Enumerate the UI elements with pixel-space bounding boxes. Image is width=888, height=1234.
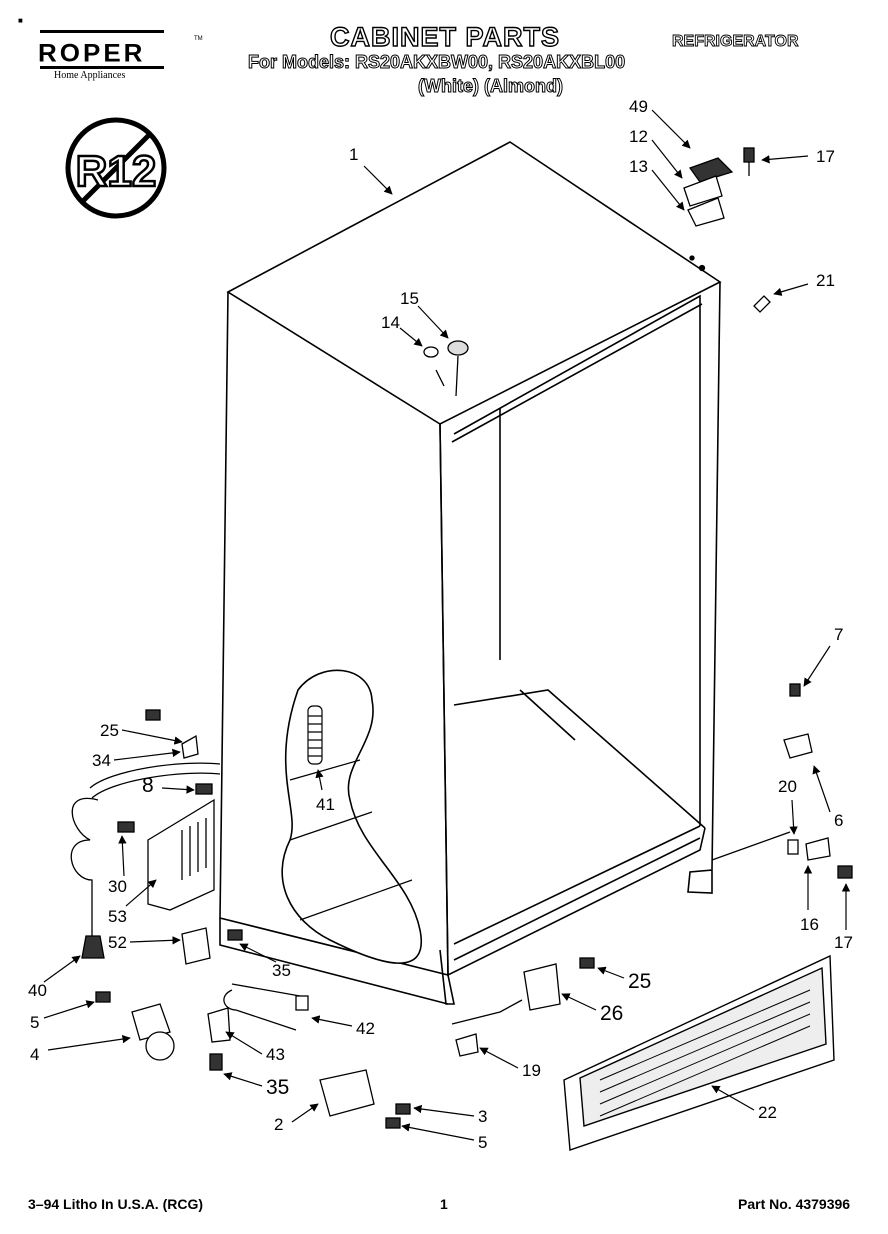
callout-1: 1 [349,145,358,164]
footer-page-number: 1 [440,1196,448,1212]
callout-22: 22 [758,1103,777,1122]
colors-line: (White) (Almond) [418,76,564,97]
callout-53: 53 [108,907,127,926]
leader-arrows [43,109,851,1141]
callout-16: 16 [800,915,819,934]
callout-12: 12 [629,127,648,146]
callout-4: 4 [30,1045,39,1064]
callout-21: 21 [816,271,835,290]
logo-subtitle: Home Appliances [54,70,126,81]
base-grille [563,954,835,1151]
callout-6: 6 [834,811,843,830]
corner-mark: ■ [18,16,23,25]
hinge-pin-21 [753,295,771,313]
appliance-type: REFRIGERATOR [672,33,799,51]
callout-19: 19 [522,1061,541,1080]
trademark-mark: TM [194,36,203,42]
callout-2: 2 [274,1115,283,1134]
callout-5-left: 5 [30,1013,39,1032]
front-bottom-parts [451,957,595,1057]
cutaway-interior-lines [289,759,413,921]
logo-wordmark: ROPER [38,38,146,68]
callout-20: 20 [778,777,797,796]
callout-41: 41 [316,795,335,814]
callout-34: 34 [92,751,111,770]
callout-42: 42 [356,1019,375,1038]
callout-43: 43 [266,1045,285,1064]
page-title: CABINET PARTS [329,21,561,52]
callout-52: 52 [108,933,127,952]
footer-part-number: Part No. 4379396 [738,1196,851,1212]
callout-labels: 1 49 12 13 17 21 15 14 7 20 6 16 17 25 3… [28,97,853,1152]
lower-hinge-parts [711,683,853,879]
callout-17-top: 17 [816,147,835,166]
drain-tube-part [307,705,323,765]
callout-15: 15 [400,289,419,308]
no-r12-badge: R12 [65,117,167,219]
callout-35-upper: 35 [272,961,291,980]
models-line: For Models: RS20AKXBW00, RS20AKXBL00 [247,52,626,73]
roper-logo: ROPER Home Appliances TM [34,30,203,82]
callout-14: 14 [381,313,400,332]
callout-26: 26 [600,1002,623,1025]
cabinet-shell [219,141,722,1005]
r12-badge-text: R12 [76,147,157,196]
callout-49: 49 [629,97,648,116]
callout-30: 30 [108,877,127,896]
footer-litho: 3–94 Litho In U.S.A. (RCG) [28,1196,204,1212]
callout-25-left: 25 [100,721,119,740]
top-hinge-parts [683,147,755,272]
callout-25-right: 25 [628,970,651,993]
callout-7: 7 [834,625,843,644]
logo-rule-bottom [40,66,164,69]
callout-3: 3 [478,1107,487,1126]
logo-rule-top [40,30,164,33]
left-side-parts [70,709,411,1129]
callout-35-lower: 35 [266,1076,289,1099]
callout-8: 8 [142,774,154,797]
callout-40: 40 [28,981,47,1000]
callout-5-right: 5 [478,1133,487,1152]
callout-17-bottom: 17 [834,933,853,952]
top-caps [423,340,469,397]
callout-13: 13 [629,157,648,176]
